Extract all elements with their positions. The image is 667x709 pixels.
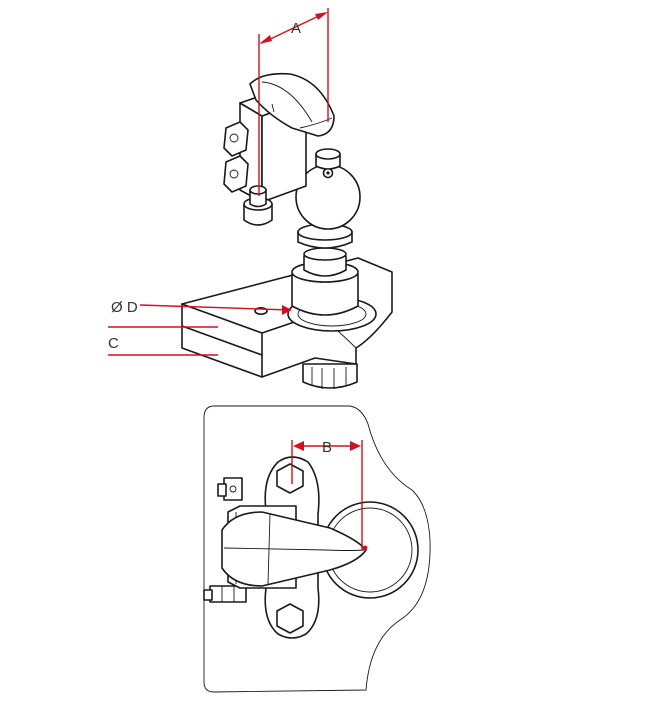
top-down-view: B bbox=[203, 405, 431, 693]
side-clips bbox=[223, 121, 249, 193]
dimension-a: A bbox=[258, 8, 329, 196]
dimension-d: Ø D bbox=[111, 299, 292, 316]
lever-top-view bbox=[221, 511, 367, 587]
label-a: A bbox=[291, 20, 301, 37]
lock-nut bbox=[302, 363, 358, 389]
left-clips bbox=[203, 477, 247, 603]
mounting-plate bbox=[181, 257, 393, 378]
ball-neck bbox=[291, 223, 359, 316]
dimension-c: C bbox=[108, 326, 218, 356]
isometric-view: A Ø D C bbox=[108, 8, 393, 389]
hex-bolt-bottom bbox=[276, 603, 304, 634]
label-b: B bbox=[322, 439, 332, 456]
plate-outline bbox=[203, 405, 431, 693]
locking-lever bbox=[249, 72, 335, 137]
bolt-left bbox=[243, 185, 273, 226]
label-c: C bbox=[108, 335, 119, 352]
dimension-b: B bbox=[291, 439, 368, 551]
label-d: Ø D bbox=[111, 299, 138, 316]
hex-bolt-top bbox=[276, 463, 304, 494]
bolt-right bbox=[315, 148, 341, 170]
